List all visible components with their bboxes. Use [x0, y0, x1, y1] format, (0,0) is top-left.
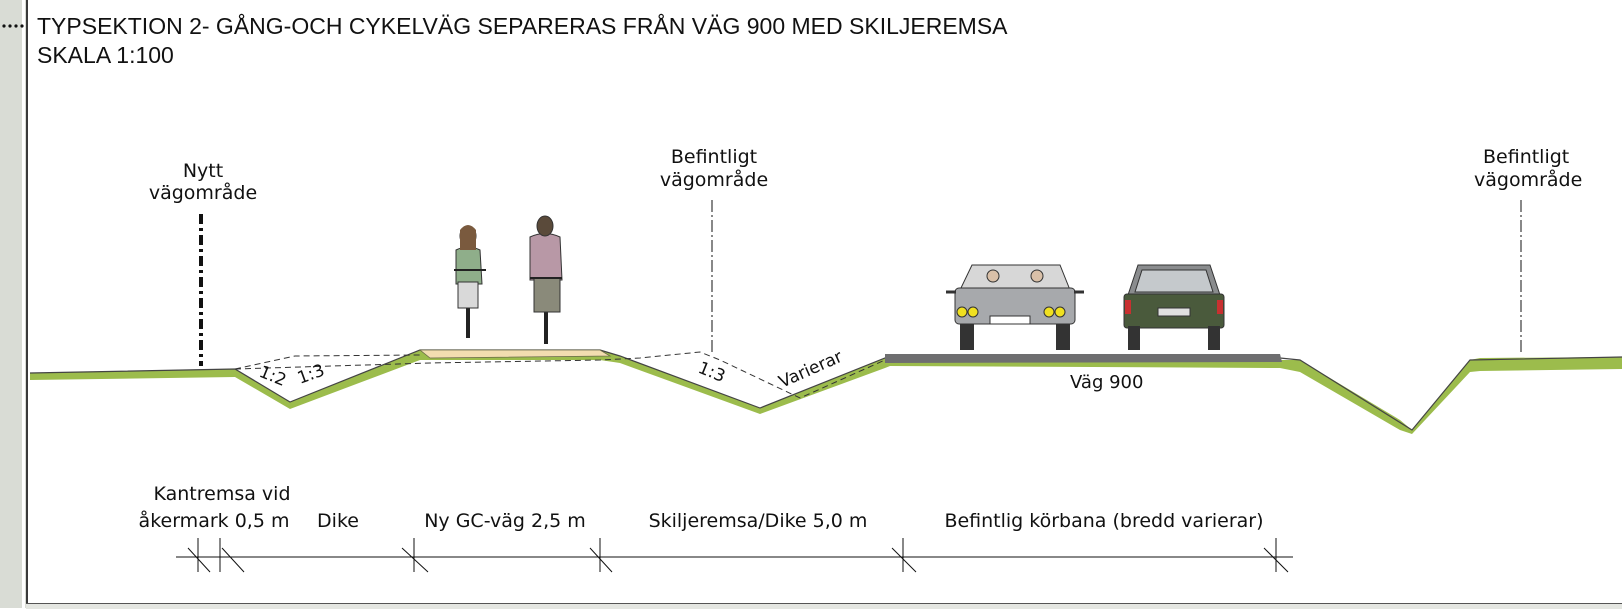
scale-label: SKALA 1:100 [37, 42, 174, 68]
marker-befintligt-right-line2: vägområde [1474, 168, 1582, 191]
car-front-view [946, 264, 1084, 350]
dim-dike: Dike [317, 510, 359, 532]
boundary-markers [199, 200, 1522, 366]
drawing-frame-bottom [26, 603, 1622, 609]
road-label: Väg 900 [1070, 372, 1143, 393]
marker-befintligt-mid-line2: vägområde [660, 168, 768, 191]
marker-befintligt-right-line1: Befintligt [1483, 146, 1569, 168]
ground-profile [29, 349, 1622, 434]
gc-path-surface [418, 349, 612, 359]
slope-label-2: 1:3 [295, 361, 328, 389]
dim-kantremsa-line2: åkermark 0,5 m [139, 509, 290, 532]
cyclist-1 [454, 225, 486, 338]
car-rear-view [1123, 264, 1225, 350]
dim-skiljeremsa: Skiljeremsa/Dike 5,0 m [649, 510, 868, 532]
dim-kantremsa-line1: Kantremsa vid [153, 483, 290, 505]
section-title: TYPSEKTION 2- GÅNG-OCH CYKELVÄG SEPARERA… [37, 13, 1008, 39]
road-asphalt [885, 354, 1282, 363]
marker-befintligt-mid-line1: Befintligt [671, 146, 757, 168]
dim-korbana: Befintlig körbana (bredd varierar) [944, 510, 1263, 532]
drawing-frame-inner [22, 0, 25, 608]
dim-gc-vag: Ny GC-väg 2,5 m [424, 510, 586, 532]
leader-dots [2, 24, 24, 28]
slope-label-3: 1:3 [695, 358, 728, 387]
drawing-title-block: TYPSEKTION 2- GÅNG-OCH CYKELVÄG SEPARERA… [37, 12, 1008, 70]
marker-nytt-line2: vägområde [149, 181, 257, 204]
marker-nytt-line1: Nytt [183, 160, 223, 182]
dimension-line [176, 538, 1293, 573]
cyclist-2 [529, 215, 563, 344]
